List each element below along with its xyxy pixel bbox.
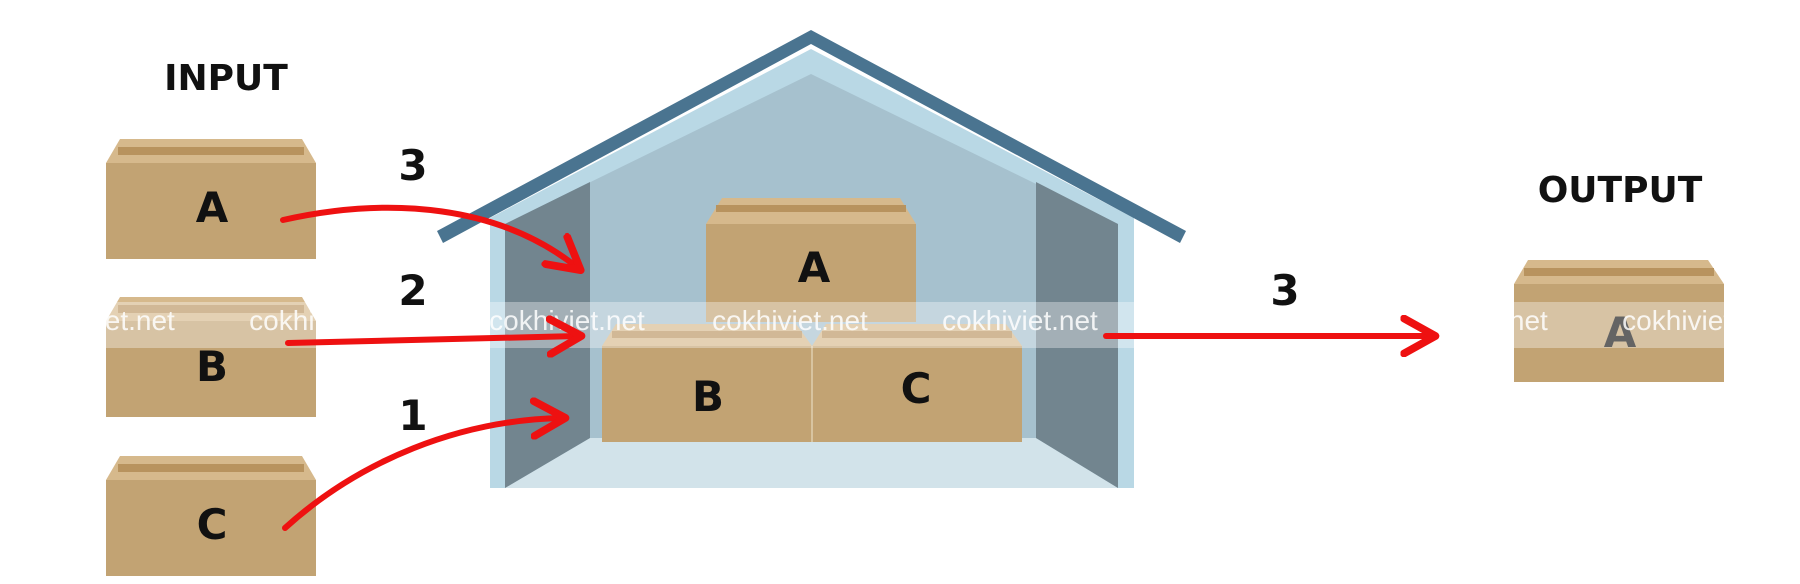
watermark-text: cokhiviet.net (19, 305, 175, 336)
input-box-c-label: C (197, 500, 228, 549)
stored-box-b: B (602, 324, 812, 442)
input-box-a-label: A (196, 183, 229, 232)
input-box-b: B (106, 297, 316, 417)
input-box-b-label: B (196, 342, 228, 391)
arrow-label-out: 3 (1270, 266, 1299, 315)
watermark-text: cokhiviet.net (942, 305, 1098, 336)
arrow-input-b (285, 336, 578, 343)
watermark-text: cokhiviet.net (1622, 305, 1778, 336)
input-box-a: A (106, 139, 316, 259)
arrow-label-c: 1 (398, 391, 427, 440)
watermark-text: cokhiviet.net (249, 305, 405, 336)
output-box-a: A (1514, 260, 1724, 382)
watermark-text: cokhiviet.net (712, 305, 868, 336)
stored-box-c: C (811, 324, 1022, 442)
watermark-band: cokhiviet.net cokhiviet.net cokhiviet.ne… (0, 302, 1800, 348)
warehouse-floor (505, 438, 1118, 488)
stored-box-c-label: C (901, 364, 932, 413)
stored-box-a: A (706, 198, 916, 322)
output-label: OUTPUT (1538, 170, 1703, 211)
arrow-label-a: 3 (398, 141, 427, 190)
watermark-text: cokhiviet.net (1392, 305, 1548, 336)
stored-box-a-label: A (798, 243, 831, 292)
watermark-text: cokhiviet.net (489, 305, 645, 336)
warehouse-right-wall (1036, 182, 1118, 488)
stored-box-b-label: B (692, 372, 724, 421)
output-box-a-label: A (1604, 308, 1637, 357)
arrow-input-a (280, 204, 578, 268)
arrow-input-c (282, 418, 562, 531)
input-label: INPUT (164, 58, 288, 99)
input-box-c: C (106, 456, 316, 576)
arrow-label-b: 2 (398, 266, 427, 315)
watermark-text: cokhiviet.net (1172, 305, 1328, 336)
